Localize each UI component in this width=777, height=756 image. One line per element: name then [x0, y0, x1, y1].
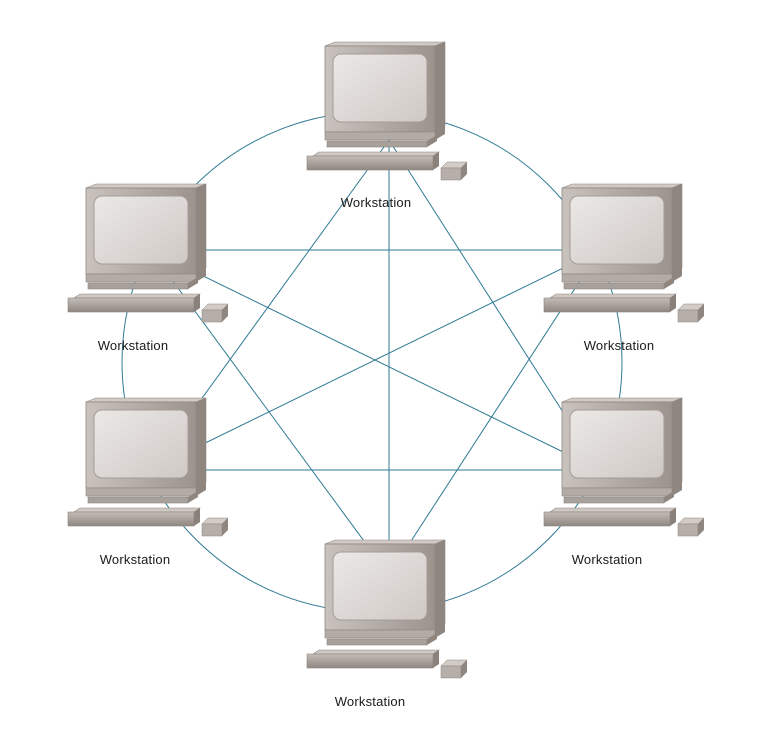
desktop-computer-icon: [306, 41, 468, 181]
workstation-label-top: Workstation: [340, 195, 412, 210]
workstation-upper-right: [543, 183, 705, 323]
workstation-label-bottom: Workstation: [334, 694, 406, 709]
workstation-label-upper-left: Workstation: [97, 338, 169, 353]
desktop-computer-icon: [306, 539, 468, 679]
workstation-lower-left: [67, 397, 229, 537]
link-upper-right-lower-left: [149, 249, 601, 471]
workstation-nodes: [67, 41, 705, 679]
desktop-computer-icon: [543, 397, 705, 537]
workstation-label-lower-left: Workstation: [99, 552, 171, 567]
desktop-computer-icon: [543, 183, 705, 323]
workstation-label-upper-right: Workstation: [583, 338, 655, 353]
workstation-label-lower-right: Workstation: [571, 552, 643, 567]
workstation-bottom: [306, 539, 468, 679]
workstation-lower-right: [543, 397, 705, 537]
workstation-upper-left: [67, 183, 229, 323]
desktop-computer-icon: [67, 397, 229, 537]
desktop-computer-icon: [67, 183, 229, 323]
workstation-top: [306, 41, 468, 181]
